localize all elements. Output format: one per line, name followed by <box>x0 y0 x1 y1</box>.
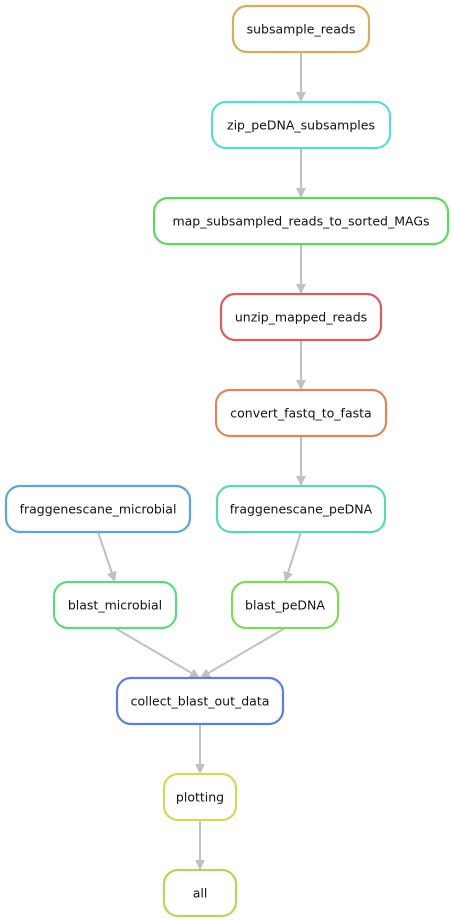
edge-arrowhead <box>188 668 200 678</box>
node-box <box>115 676 285 726</box>
node-box <box>52 580 178 630</box>
node-label: plotting <box>176 790 224 805</box>
edge-fraggenescane_microbial-to-blast_microbial <box>97 531 117 582</box>
edge-blast_microbial-to-collect_blast_out_data <box>114 627 200 678</box>
edge-arrowhead <box>296 188 306 198</box>
node-subsample_reads[interactable]: subsample_reads <box>231 4 371 54</box>
edge-arrowhead <box>296 92 306 102</box>
node-label: all <box>193 886 208 901</box>
edge-arrowhead <box>200 668 212 678</box>
node-label: fraggenescane_microbial <box>20 502 177 517</box>
nodes-layer: subsample_reads zip_peDNA_subsamples map_s… <box>4 4 450 918</box>
edge-arrowhead <box>296 284 306 294</box>
node-box <box>214 388 388 438</box>
edge-arrowhead <box>283 570 293 582</box>
edges-layer <box>97 52 306 870</box>
node-label: subsample_reads <box>247 22 356 37</box>
node-plotting[interactable]: plotting <box>162 772 238 822</box>
edge-arrowhead <box>195 860 205 870</box>
node-fraggenescane_microbial[interactable]: fraggenescane_microbial <box>4 484 192 534</box>
edge-zip_peDNA_subsamples-to-map_subsampled_reads_to_sorted_MAGs <box>296 148 306 198</box>
node-map_subsampled_reads_to_sorted_MAGs[interactable]: map_subsampled_reads_to_sorted_MAGs <box>152 196 450 246</box>
edge-arrowhead <box>107 570 117 582</box>
edge-line <box>114 627 192 674</box>
node-box <box>231 4 371 54</box>
node-label: blast_peDNA <box>245 598 325 613</box>
edge-line <box>287 531 302 573</box>
node-box <box>152 196 450 246</box>
node-label: zip_peDNA_subsamples <box>227 118 375 133</box>
node-box <box>162 772 238 822</box>
node-unzip_mapped_reads[interactable]: unzip_mapped_reads <box>219 292 383 342</box>
node-box <box>4 484 192 534</box>
node-label: map_subsampled_reads_to_sorted_MAGs <box>172 214 429 229</box>
node-label: collect_blast_out_data <box>131 694 270 709</box>
edge-plotting-to-all <box>195 820 205 870</box>
edge-unzip_mapped_reads-to-convert_fastq_to_fasta <box>296 340 306 390</box>
edge-collect_blast_out_data-to-plotting <box>195 724 205 774</box>
node-label: fraggenescane_peDNA <box>230 502 373 517</box>
edge-arrowhead <box>195 764 205 774</box>
edge-line <box>208 627 286 674</box>
edge-subsample_reads-to-zip_peDNA_subsamples <box>296 52 306 102</box>
node-box <box>210 100 392 150</box>
edge-convert_fastq_to_fasta-to-fraggenescane_peDNA <box>296 436 306 486</box>
edge-blast_peDNA-to-collect_blast_out_data <box>200 627 286 678</box>
node-box <box>230 580 340 630</box>
node-label: blast_microbial <box>68 598 162 613</box>
node-blast_peDNA[interactable]: blast_peDNA <box>230 580 340 630</box>
node-box <box>219 292 383 342</box>
edge-line <box>97 531 113 573</box>
node-collect_blast_out_data[interactable]: collect_blast_out_data <box>115 676 285 726</box>
node-fraggenescane_peDNA[interactable]: fraggenescane_peDNA <box>215 484 387 534</box>
edge-arrowhead <box>296 380 306 390</box>
node-all[interactable]: all <box>162 868 238 918</box>
node-box <box>162 868 238 918</box>
node-label: unzip_mapped_reads <box>235 310 367 325</box>
node-blast_microbial[interactable]: blast_microbial <box>52 580 178 630</box>
edge-fraggenescane_peDNA-to-blast_peDNA <box>283 531 302 582</box>
node-box <box>215 484 387 534</box>
node-label: convert_fastq_to_fasta <box>230 406 371 421</box>
node-zip_peDNA_subsamples[interactable]: zip_peDNA_subsamples <box>210 100 392 150</box>
edge-map_subsampled_reads_to_sorted_MAGs-to-unzip_mapped_reads <box>296 244 306 294</box>
edge-arrowhead <box>296 476 306 486</box>
node-convert_fastq_to_fasta[interactable]: convert_fastq_to_fasta <box>214 388 388 438</box>
